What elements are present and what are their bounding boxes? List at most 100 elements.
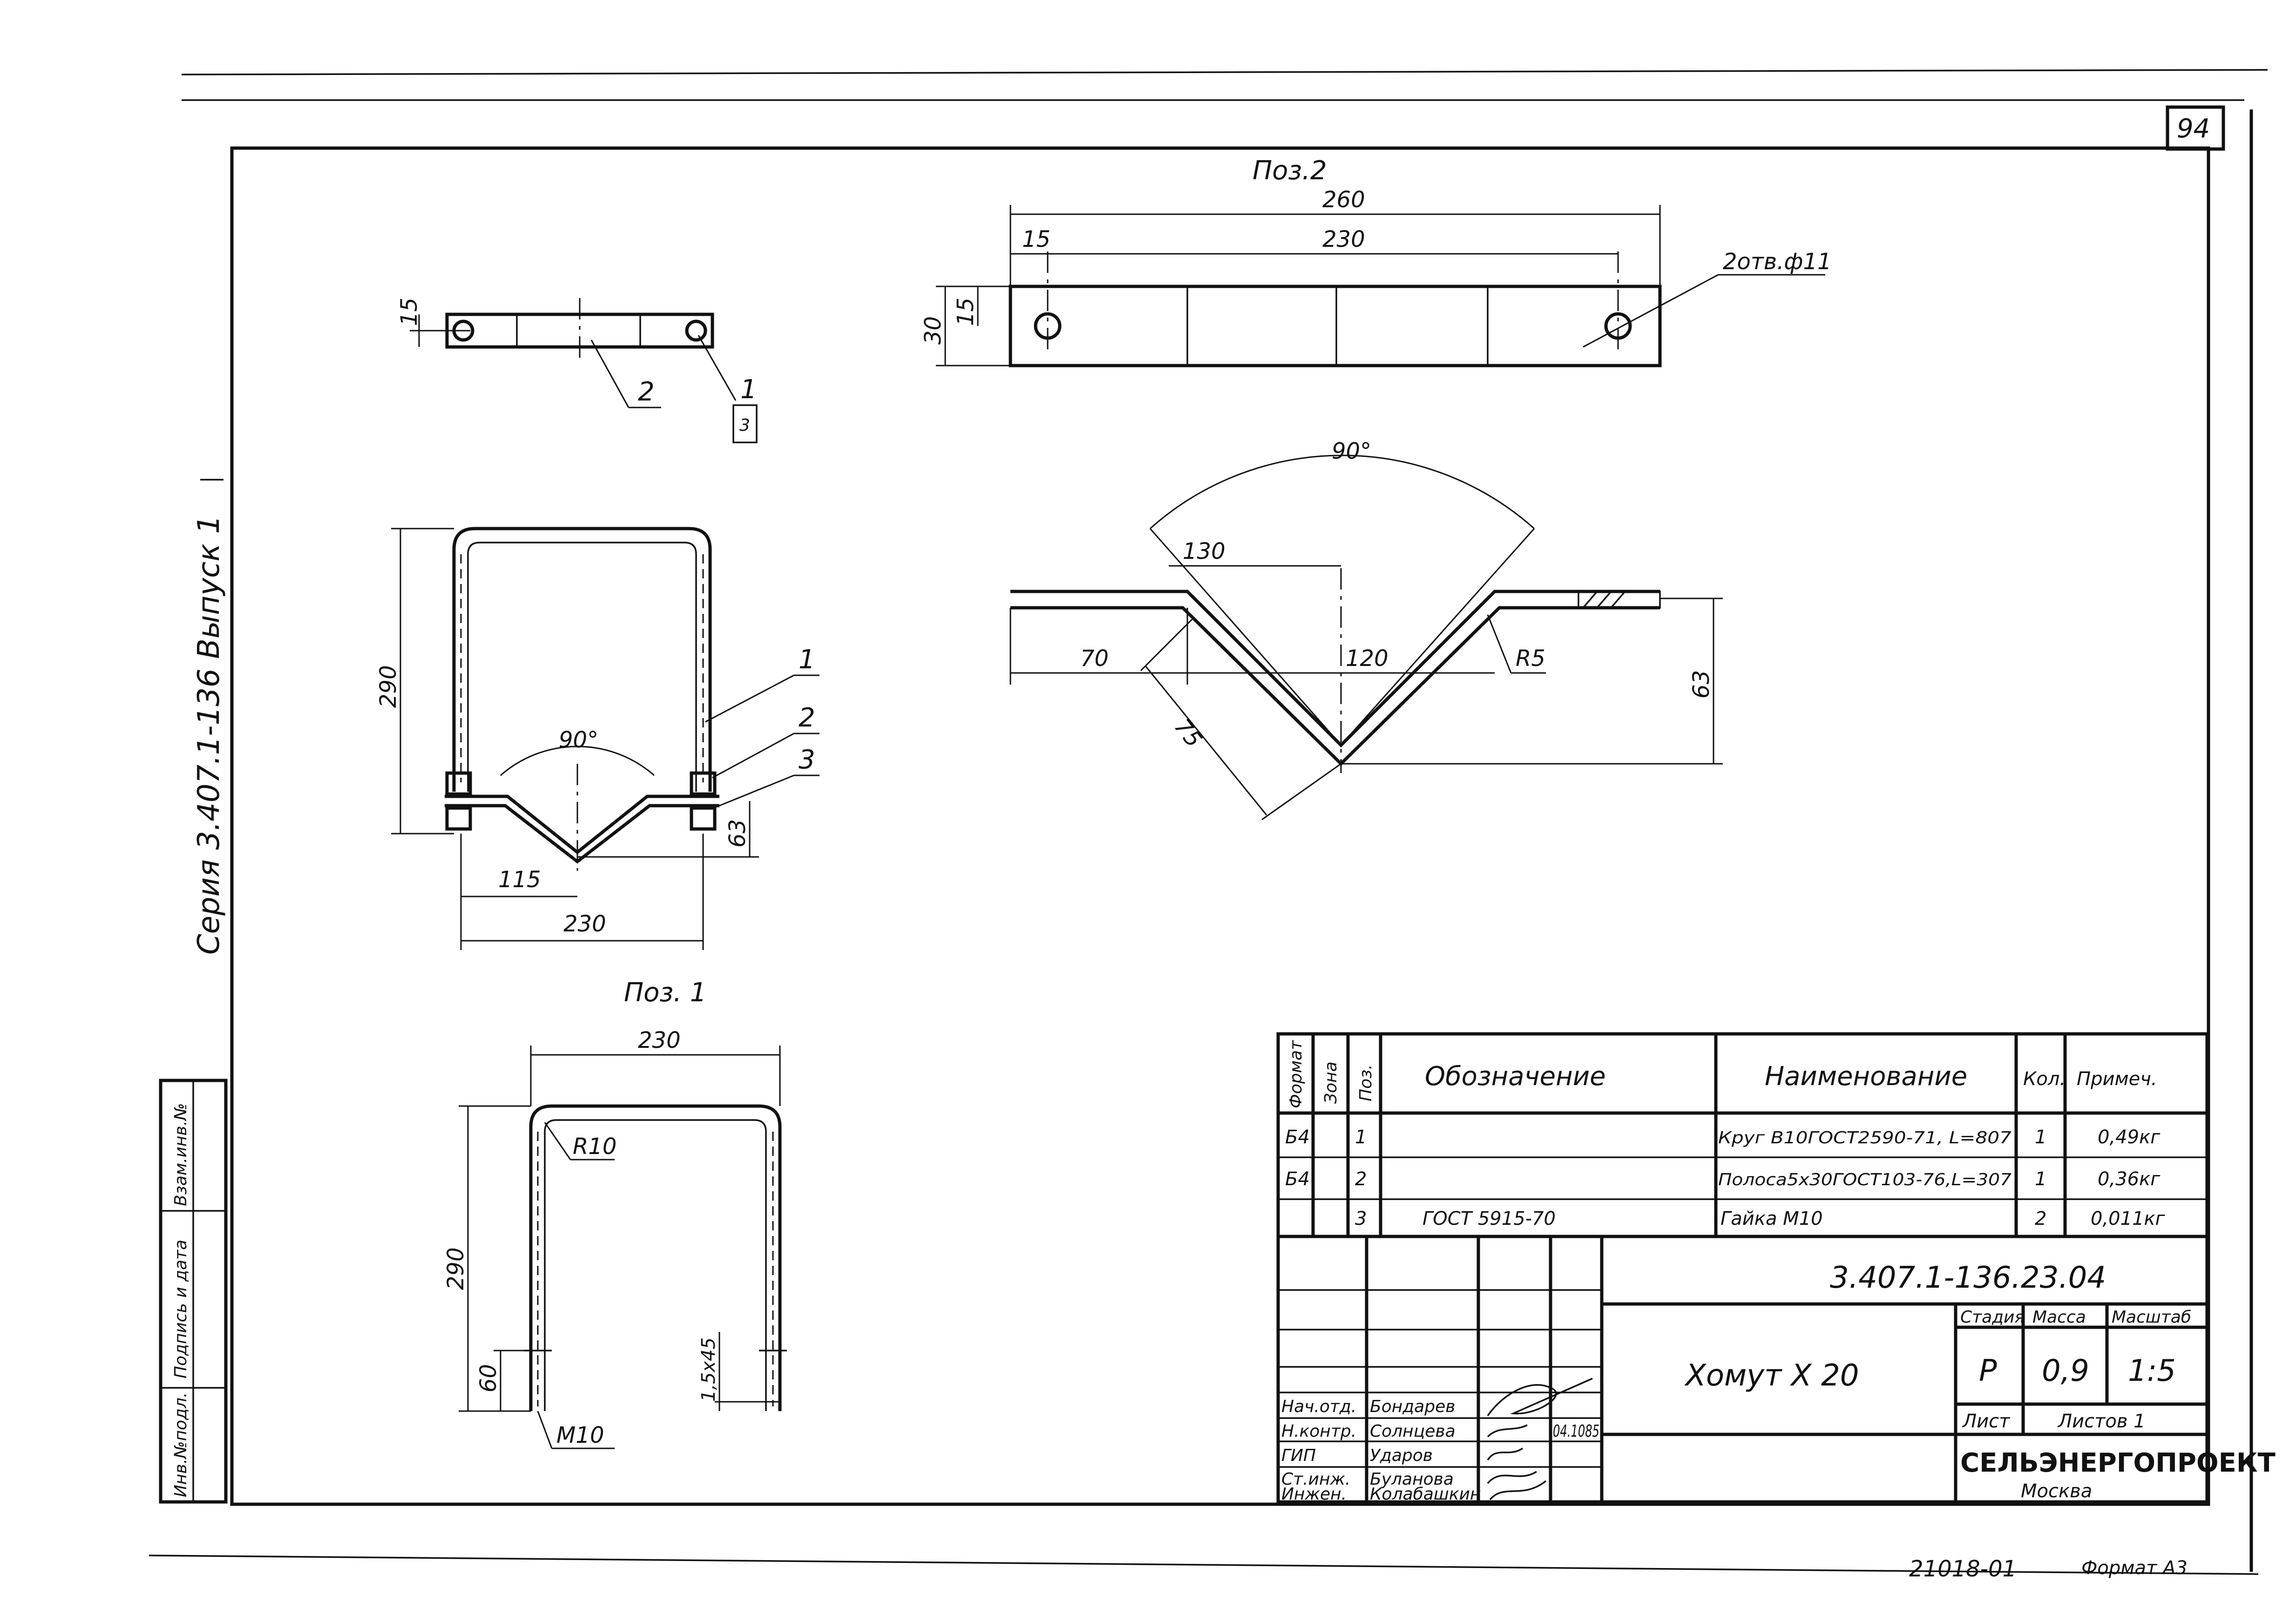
side-stamp-replace: Взам.инв.№ — [171, 1103, 190, 1206]
table-row: Б4 1 Круг В10ГОСТ2590-71, L=807 1 0,49кг — [1285, 1127, 2161, 1148]
pos2-dim-r5: R5 — [1516, 645, 1545, 672]
plan-leader-2 — [590, 340, 630, 408]
spec-header-pos: Поз. — [1356, 1064, 1375, 1101]
tb-role: Н.контр. — [1281, 1422, 1356, 1441]
inner-frame — [230, 146, 2210, 1506]
tb-role: Ст.инж. — [1281, 1470, 1350, 1489]
spec-cell-name: Круг В10ГОСТ2590-71, L=807 — [1718, 1128, 2012, 1148]
assembly-angle-arc — [500, 746, 655, 776]
pos2-hatch — [1596, 591, 1612, 609]
pos1-inner — [544, 1119, 767, 1411]
spec-header-designation: Обозначение — [1425, 1061, 1606, 1092]
plan-dim-15: 15 — [396, 298, 422, 326]
tb-name: Буланова — [1370, 1470, 1454, 1489]
spec-cell-note: 0,49кг — [2098, 1127, 2161, 1148]
assembly-leader-2 — [712, 733, 794, 779]
spec-cell-format: Б4 — [1285, 1168, 1310, 1190]
pos2-title: Поз.2 — [1253, 156, 1327, 186]
plan-leader-1 — [698, 335, 737, 401]
tb-date: 04.1085 — [1553, 1422, 1599, 1441]
spec-cell-format: Б4 — [1285, 1127, 1310, 1148]
tb-title: Хомут Х 20 — [1684, 1358, 1859, 1393]
signature-mark — [1487, 1424, 1528, 1438]
pos2-hatch — [1610, 591, 1626, 609]
spec-header-zone: Зона — [1321, 1061, 1341, 1104]
nut-left-bottom — [445, 806, 472, 831]
top-trim-line — [181, 69, 2268, 75]
pos2-dim-130: 130 — [1183, 538, 1226, 564]
nut-right-bottom — [690, 806, 717, 831]
assembly-label-1: 1 — [799, 645, 815, 675]
spec-cell-qty: 1 — [2035, 1168, 2046, 1190]
tb-stage: Р — [1979, 1354, 1997, 1388]
pos1-r10-leader — [544, 1122, 571, 1160]
plan-nut-right — [685, 319, 707, 342]
sheet-frame: 94 — [149, 69, 2268, 1575]
pos1-outer — [529, 1104, 782, 1411]
spec-cell-designation: ГОСТ 5915-70 — [1422, 1208, 1556, 1229]
tb-city: Москва — [2021, 1480, 2092, 1502]
tb-person-row: Ст.инж. Буланова — [1281, 1470, 1454, 1489]
tb-role: Инжен. — [1281, 1485, 1347, 1504]
assembly-dim-63: 63 — [725, 819, 751, 848]
tb-role: ГИП — [1281, 1446, 1316, 1465]
tb-mass-label: Масса — [2032, 1308, 2086, 1327]
pos2-angle-arc — [1150, 455, 1535, 530]
pos2-dim-120: 120 — [1346, 645, 1388, 672]
pos1-thread-leader — [537, 1411, 553, 1449]
assembly-leader-3 — [719, 774, 794, 807]
pos1-title: Поз. 1 — [624, 978, 706, 1008]
pos1-view: Поз. 1 230 R10 290 60 1,5х45 М10 — [443, 978, 787, 1449]
pos2-hatch-box — [1578, 591, 1661, 609]
spec-cell-pos: 3 — [1355, 1208, 1367, 1229]
assembly-label-2: 2 — [799, 703, 815, 733]
nut-left-top — [445, 771, 472, 796]
side-stamp: Инв.№подл. Подпись и дата Взам.инв.№ — [159, 1079, 228, 1504]
signature-mark — [1487, 1471, 1537, 1484]
assembly-dim-115: 115 — [498, 867, 541, 893]
pos1-dim-290: 290 — [443, 1247, 469, 1290]
tb-name: Солнцева — [1370, 1422, 1456, 1441]
pos2-hole-note: 2отв.ф11 — [1723, 249, 1832, 275]
top-plan-view: 15 2 1 3 — [396, 298, 758, 443]
tb-stage-label: Стадия — [1960, 1308, 2025, 1327]
pos1-dim-r10: R10 — [573, 1134, 616, 1160]
tb-person-row: Инжен. Колабашкин — [1281, 1485, 1481, 1504]
sheet-number: 94 — [2177, 114, 2210, 144]
signature-mark — [1487, 1378, 1593, 1417]
tb-name: Бондарев — [1370, 1397, 1455, 1416]
spec-table: Формат Зона Поз. Обозначение Наименовани… — [1276, 1032, 2209, 1504]
pos1-dim-60: 60 — [475, 1364, 501, 1392]
plan-label-1-box — [732, 404, 758, 443]
pos2-dim-ext — [1261, 763, 1341, 821]
pos2-dim-230: 230 — [1322, 226, 1365, 252]
table-row: Б4 2 Полоса5х30ГОСТ103-76,L=307 1 0,36кг — [1285, 1168, 2161, 1190]
tb-person-row: ГИП Ударов — [1281, 1446, 1433, 1465]
pos2-plan-view: Поз.2 260 15 230 30 15 2отв.ф11 — [920, 156, 1832, 367]
spec-cell-name: Полоса5х30ГОСТ103-76,L=307 — [1718, 1170, 2012, 1189]
pos1-dim-230: 230 — [638, 1027, 681, 1053]
assembly-dim-290: 290 — [375, 665, 401, 708]
spec-header-qty: Кол. — [2023, 1068, 2066, 1090]
tb-mass: 0,9 — [2042, 1354, 2089, 1388]
assembly-leader-1 — [705, 674, 794, 723]
pos2-dim-75: 75 — [1169, 714, 1207, 753]
bottom-trim-line — [149, 1555, 2259, 1575]
pos2-dim-ext — [1140, 618, 1193, 672]
pos2-dim-70: 70 — [1080, 645, 1109, 672]
pos2-dim-15v: 15 — [953, 298, 979, 326]
spec-cell-pos: 1 — [1355, 1127, 1367, 1148]
spec-cell-pos: 2 — [1355, 1168, 1367, 1190]
signature-mark — [1487, 1447, 1523, 1461]
series-label: Серия 3.407.1-136 Выпуск 1 — [192, 515, 226, 955]
pos2-dim-63: 63 — [1688, 670, 1714, 699]
nut-right-top — [690, 771, 717, 796]
format-label: Формат А3 — [2081, 1557, 2188, 1579]
ubolt-outer — [452, 527, 712, 792]
spec-cell-qty: 2 — [2035, 1208, 2046, 1229]
side-stamp-inv: Инв.№подл. — [171, 1392, 190, 1497]
spec-header-name: Наименование — [1765, 1061, 1967, 1092]
pos1-thread: М10 — [556, 1422, 604, 1448]
assembly-view: 90° 290 63 115 230 1 2 3 — [375, 527, 820, 950]
